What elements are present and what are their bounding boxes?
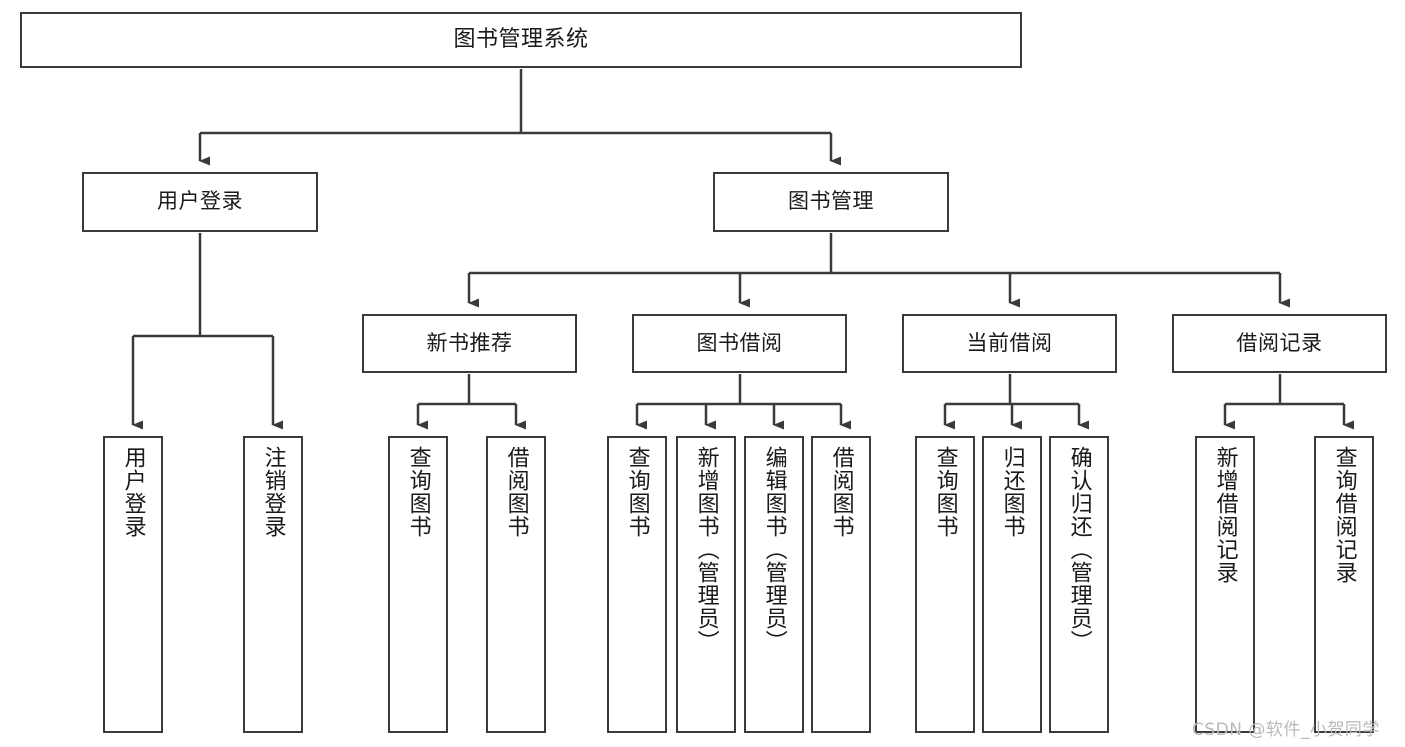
node-book-borrow[interactable]: 图书借阅 bbox=[632, 314, 847, 373]
node-label: 图书管理系统 bbox=[453, 26, 589, 52]
node-label: 注销登录 bbox=[260, 446, 286, 538]
node-label: 查询图书 bbox=[405, 446, 431, 538]
node-label: 图书管理 bbox=[788, 189, 874, 214]
leaf-borrow-edit-book-admin[interactable]: 编辑图书（管理员） bbox=[744, 436, 804, 733]
csdn-watermark: CSDN @软件_小贺同学 bbox=[1192, 720, 1380, 740]
node-label: 图书借阅 bbox=[696, 330, 783, 355]
leaf-borrow-add-book-admin[interactable]: 新增图书（管理员） bbox=[676, 436, 736, 733]
leaf-borrow-query-book[interactable]: 查询图书 bbox=[607, 436, 667, 733]
node-label: 查询图书 bbox=[932, 446, 958, 538]
node-borrow-record[interactable]: 借阅记录 bbox=[1172, 314, 1387, 373]
leaf-user-login-signout[interactable]: 注销登录 bbox=[243, 436, 303, 733]
node-label: 用户登录 bbox=[157, 189, 243, 214]
leaf-record-query-record[interactable]: 查询借阅记录 bbox=[1314, 436, 1374, 733]
node-label: 新书推荐 bbox=[426, 330, 513, 355]
node-label: 借阅图书 bbox=[828, 446, 854, 538]
leaf-current-return-book[interactable]: 归还图书 bbox=[982, 436, 1042, 733]
node-label: 借阅图书 bbox=[503, 446, 529, 538]
leaf-current-confirm-return-admin[interactable]: 确认归还（管理员） bbox=[1049, 436, 1109, 733]
leaf-record-add-record[interactable]: 新增借阅记录 bbox=[1195, 436, 1255, 733]
node-label: 查询图书 bbox=[624, 446, 650, 538]
leaf-recommend-query-book[interactable]: 查询图书 bbox=[388, 436, 448, 733]
node-label: 当前借阅 bbox=[966, 330, 1053, 355]
node-user-login[interactable]: 用户登录 bbox=[82, 172, 318, 232]
leaf-user-login-signin[interactable]: 用户登录 bbox=[103, 436, 163, 733]
node-label: 借阅记录 bbox=[1236, 330, 1323, 355]
node-current-borrow[interactable]: 当前借阅 bbox=[902, 314, 1117, 373]
node-book-management[interactable]: 图书管理 bbox=[713, 172, 949, 232]
node-root-system[interactable]: 图书管理系统 bbox=[20, 12, 1022, 68]
node-label: 归还图书 bbox=[999, 446, 1025, 538]
node-label: 用户登录 bbox=[120, 446, 146, 538]
node-label: 确认归还（管理员） bbox=[1066, 446, 1092, 653]
leaf-current-query-book[interactable]: 查询图书 bbox=[915, 436, 975, 733]
leaf-borrow-borrow-book[interactable]: 借阅图书 bbox=[811, 436, 871, 733]
node-label: 新增借阅记录 bbox=[1212, 446, 1238, 584]
node-label: 查询借阅记录 bbox=[1331, 446, 1357, 584]
node-label: 新增图书（管理员） bbox=[693, 446, 719, 653]
node-label: 编辑图书（管理员） bbox=[761, 446, 787, 653]
node-new-book-recommend[interactable]: 新书推荐 bbox=[362, 314, 577, 373]
leaf-recommend-borrow-book[interactable]: 借阅图书 bbox=[486, 436, 546, 733]
